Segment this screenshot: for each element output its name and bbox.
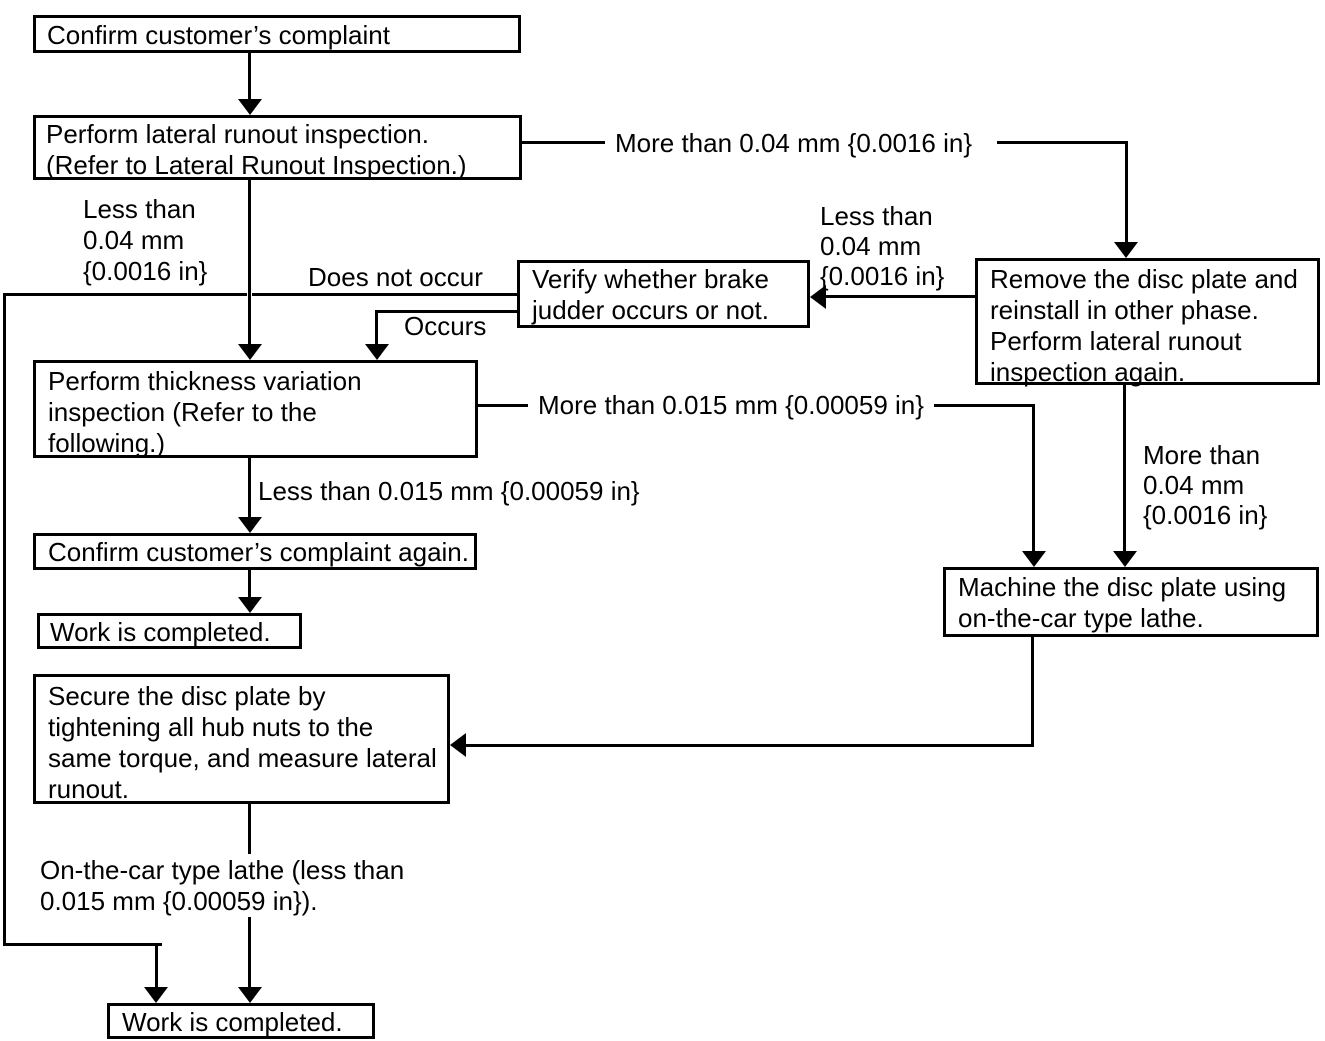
arrowhead-into-machine-left <box>1022 551 1046 567</box>
connector-remove-to-verify <box>826 295 975 298</box>
node-work-completed-final: Work is completed. <box>107 1003 375 1039</box>
node-secure-disc-plate: Secure the disc plate by tightening all … <box>33 674 450 804</box>
arrowhead-into-remove <box>1114 242 1138 258</box>
connector-thickness-to-machine-drop <box>1032 404 1035 553</box>
label-does-not-occur: Does not occur <box>308 262 483 292</box>
arrowhead-into-thickness-occurs <box>365 344 389 360</box>
connector-secure-down-a <box>248 804 251 854</box>
node-thickness-variation: Perform thickness variation inspection (… <box>33 360 478 458</box>
node-work-completed-1: Work is completed. <box>37 613 302 649</box>
connector-does-not-occur-b <box>252 293 518 296</box>
node-confirm-complaint-again: Confirm customer’s complaint again. <box>33 533 477 570</box>
arrowhead-into-thickness-main <box>238 344 262 360</box>
connector-runout-right-segment-a <box>522 141 606 144</box>
node-confirm-complaint: Confirm customer’s complaint <box>33 15 521 53</box>
arrowhead-into-verify <box>810 285 826 309</box>
label-more-than-004-top: More than 0.04 mm {0.0016 in} <box>605 128 983 159</box>
arrowhead-into-runout <box>238 99 262 115</box>
connector-far-left-vertical <box>3 293 6 946</box>
connector-complaint-to-runout <box>248 53 251 101</box>
connector-bottom-left-horizontal <box>3 943 162 946</box>
connector-machine-down <box>1031 637 1034 747</box>
connector-machine-to-secure <box>466 744 1034 747</box>
connector-occurs-drop <box>375 310 378 346</box>
arrowhead-into-work1 <box>238 597 262 613</box>
arrowhead-into-work2-center <box>238 987 262 1003</box>
arrowhead-into-confirm-again <box>238 517 262 533</box>
label-occurs: Occurs <box>404 311 487 341</box>
connector-does-not-occur-a <box>4 293 247 296</box>
connector-secure-down-b <box>248 917 251 989</box>
arrowhead-into-work2-left <box>144 987 168 1003</box>
label-more-than-004-right: More than 0.04 mm {0.0016 in} <box>1143 440 1268 530</box>
label-on-the-car-lathe: On-the-car type lathe (less than 0.015 m… <box>30 855 415 917</box>
node-verify-brake-judder: Verify whether brake judder occurs or no… <box>517 260 810 328</box>
connector-bottom-left-drop <box>155 943 158 989</box>
connector-runout-right-segment-b <box>997 141 1128 144</box>
connector-runout-to-thickness <box>248 180 251 346</box>
node-machine-disc-plate: Machine the disc plate using on-the-car … <box>943 567 1319 637</box>
label-more-than-0015: More than 0.015 mm {0.00059 in} <box>528 390 934 421</box>
node-remove-disc-plate: Remove the disc plate and reinstall in o… <box>975 258 1320 387</box>
label-less-than-004-right: Less than 0.04 mm {0.0016 in} <box>820 201 945 291</box>
connector-runout-to-remove-vertical <box>1125 141 1128 244</box>
arrowhead-into-secure <box>450 733 466 757</box>
connector-thickness-to-confirm-again <box>248 458 251 519</box>
connector-remove-to-machine <box>1123 385 1126 553</box>
node-lateral-runout-inspection: Perform lateral runout inspection. (Refe… <box>33 115 522 180</box>
connector-confirm-again-to-work1 <box>248 570 251 599</box>
label-less-than-004-left: Less than 0.04 mm {0.0016 in} <box>83 194 208 286</box>
arrowhead-into-machine-right <box>1113 551 1137 567</box>
label-less-than-0015: Less than 0.015 mm {0.00059 in} <box>258 476 640 506</box>
connector-occurs-horizontal <box>376 310 518 313</box>
